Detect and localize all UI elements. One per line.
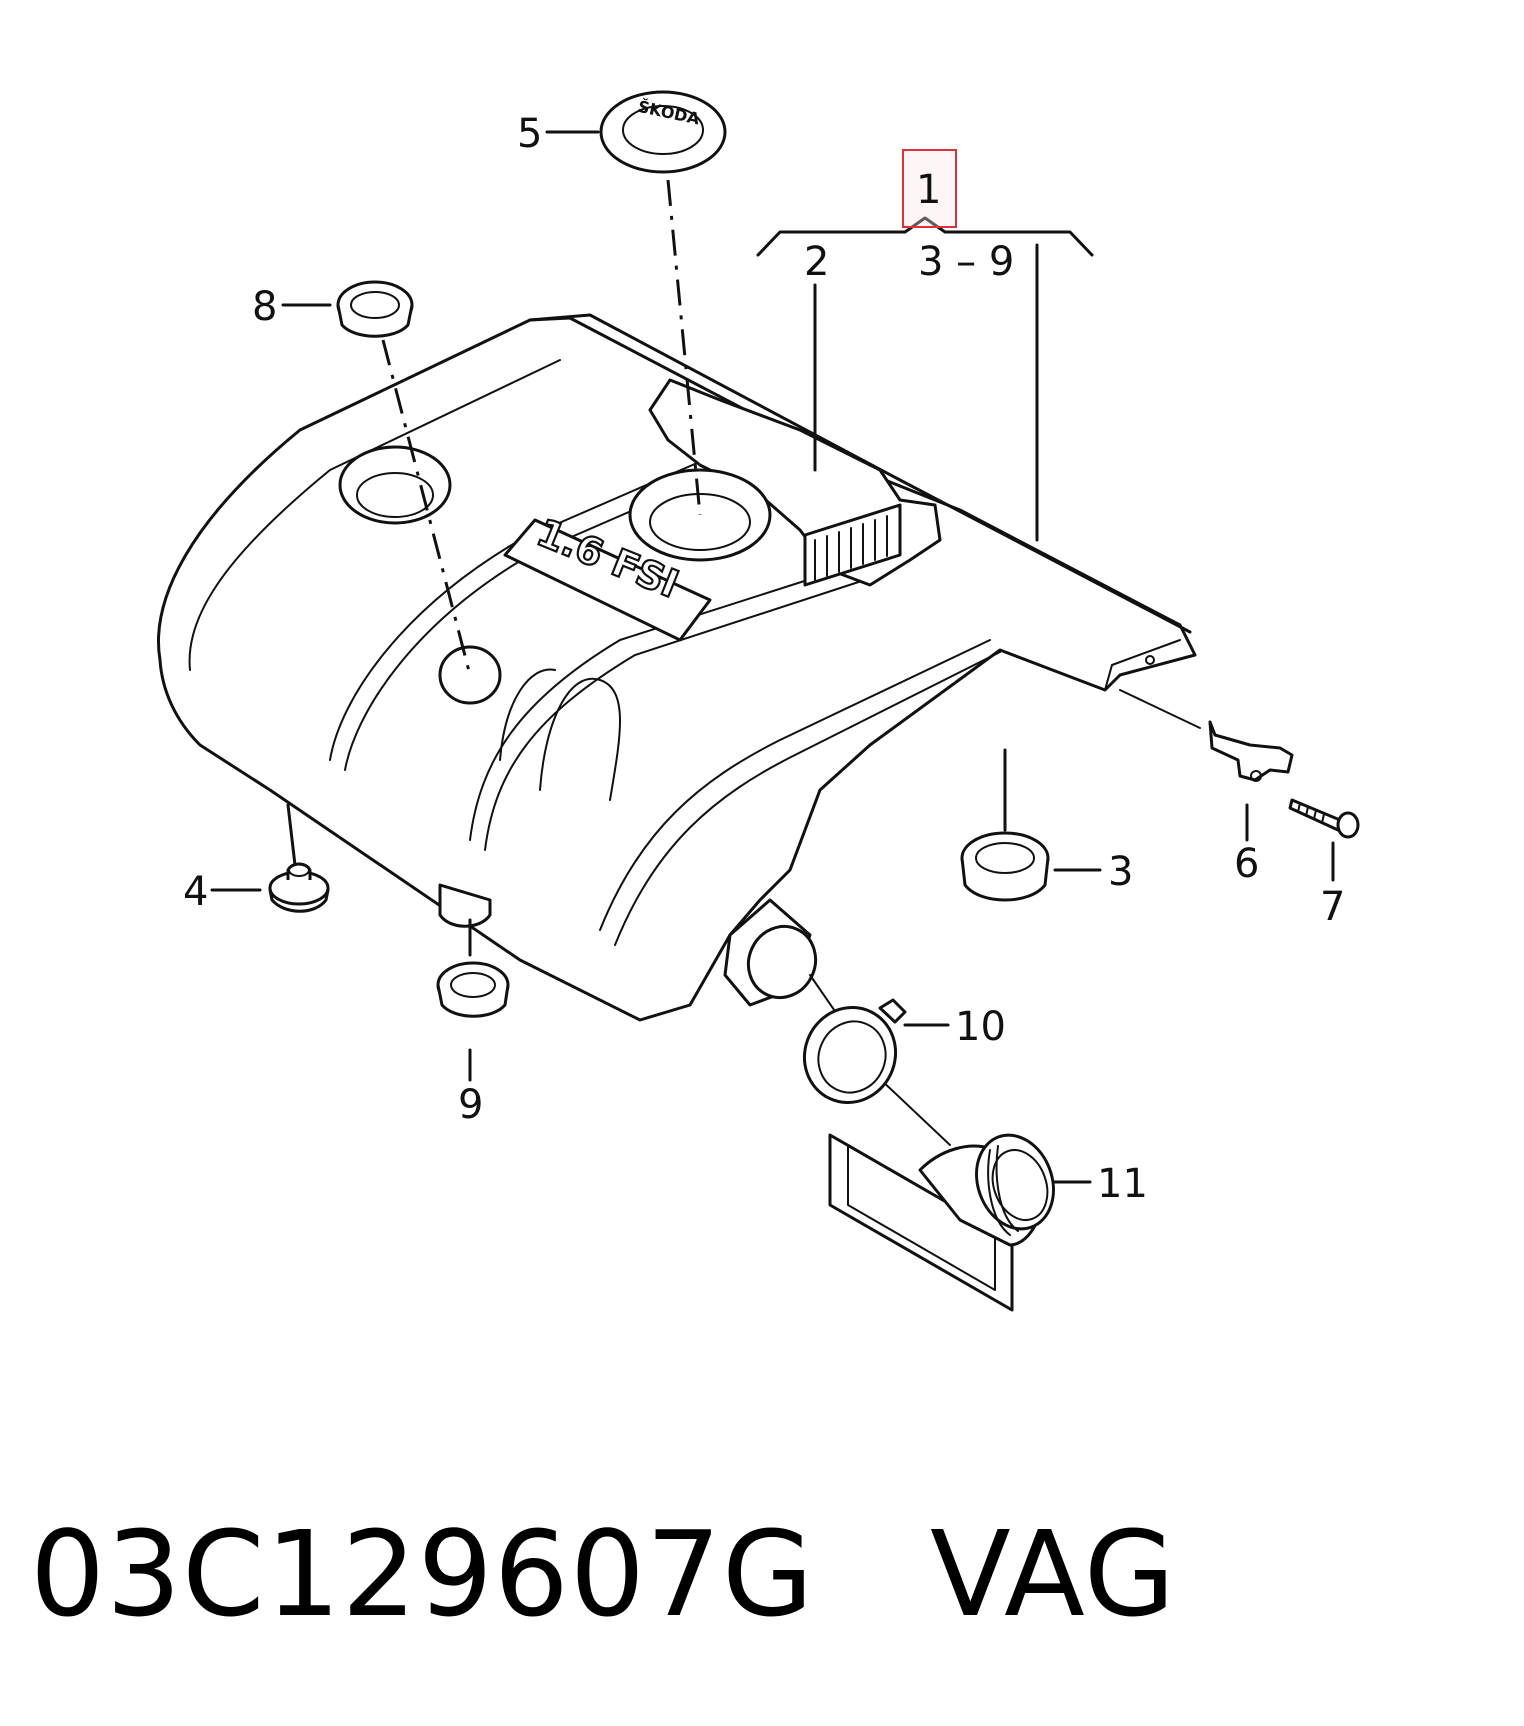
grommet-part-9 [436,961,510,1018]
grommet-part-3 [960,831,1050,902]
callout-1: 1 [916,167,941,213]
grommet-part-8 [336,280,414,338]
callout-5: 5 [517,111,542,157]
callout-7: 7 [1320,884,1345,930]
intake-hose-part-11 [828,1133,1055,1312]
callout-9: 9 [458,1082,483,1128]
callout-4: 4 [183,869,208,915]
callout-2: 2 [804,239,829,285]
callout-6: 6 [1234,841,1259,887]
cover-hole-left [338,445,452,525]
insulation-pad [803,503,902,587]
hose-clamp-part-10 [802,998,907,1104]
engine-cover: 1.6 FSI [157,313,1197,1022]
cover-pin [438,883,492,928]
callout-3-9: 3 – 9 [918,239,1014,285]
emblem-part-5: ŠKODA [599,90,727,174]
callout-8: 8 [252,284,277,330]
intake-neck [723,898,818,1007]
highlight-box [902,149,957,228]
cover-hole-lower [438,645,502,705]
screw-part-7 [1288,798,1360,839]
rubber-buffer-part-4 [268,862,330,913]
callout-3: 3 [1108,849,1133,895]
callout-10: 10 [955,1004,1006,1050]
part-number-caption: 03C129607G VAG [30,1505,1177,1643]
callout-11: 11 [1097,1161,1148,1207]
clip-part-6 [1208,720,1294,782]
